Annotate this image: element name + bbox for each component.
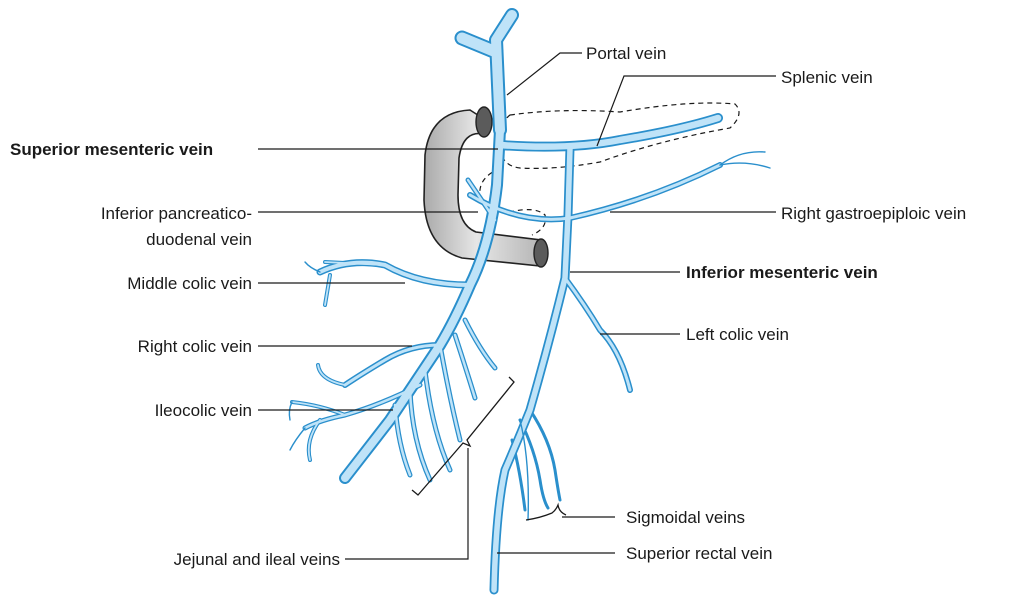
label-left-colic-vein: Left colic vein	[686, 325, 789, 344]
label-superior-mesenteric-vein: Superior mesenteric vein	[10, 140, 213, 159]
label-jejunal-ileal-veins: Jejunal and ileal veins	[174, 550, 340, 569]
label-sigmoidal-veins: Sigmoidal veins	[626, 508, 745, 527]
label-superior-rectal-vein: Superior rectal vein	[626, 544, 772, 563]
label-splenic-vein: Splenic vein	[781, 68, 873, 87]
veins-fill	[292, 15, 720, 590]
label-inferior-pancreaticoduodenal-line2: duodenal vein	[146, 230, 252, 249]
label-portal-vein: Portal vein	[586, 44, 666, 63]
veins-outline	[292, 15, 720, 590]
label-inferior-mesenteric-vein: Inferior mesenteric vein	[686, 263, 878, 282]
label-right-gastroepiploic-vein: Right gastroepiploic vein	[781, 204, 966, 223]
leader-lines	[258, 53, 776, 559]
label-inferior-pancreaticoduodenal-line1: Inferior pancreatico-	[101, 204, 252, 223]
label-middle-colic-vein: Middle colic vein	[127, 274, 252, 293]
label-right-colic-vein: Right colic vein	[138, 337, 252, 356]
leader-portal-vein	[507, 53, 582, 95]
label-ileocolic-vein: Ileocolic vein	[155, 401, 252, 420]
